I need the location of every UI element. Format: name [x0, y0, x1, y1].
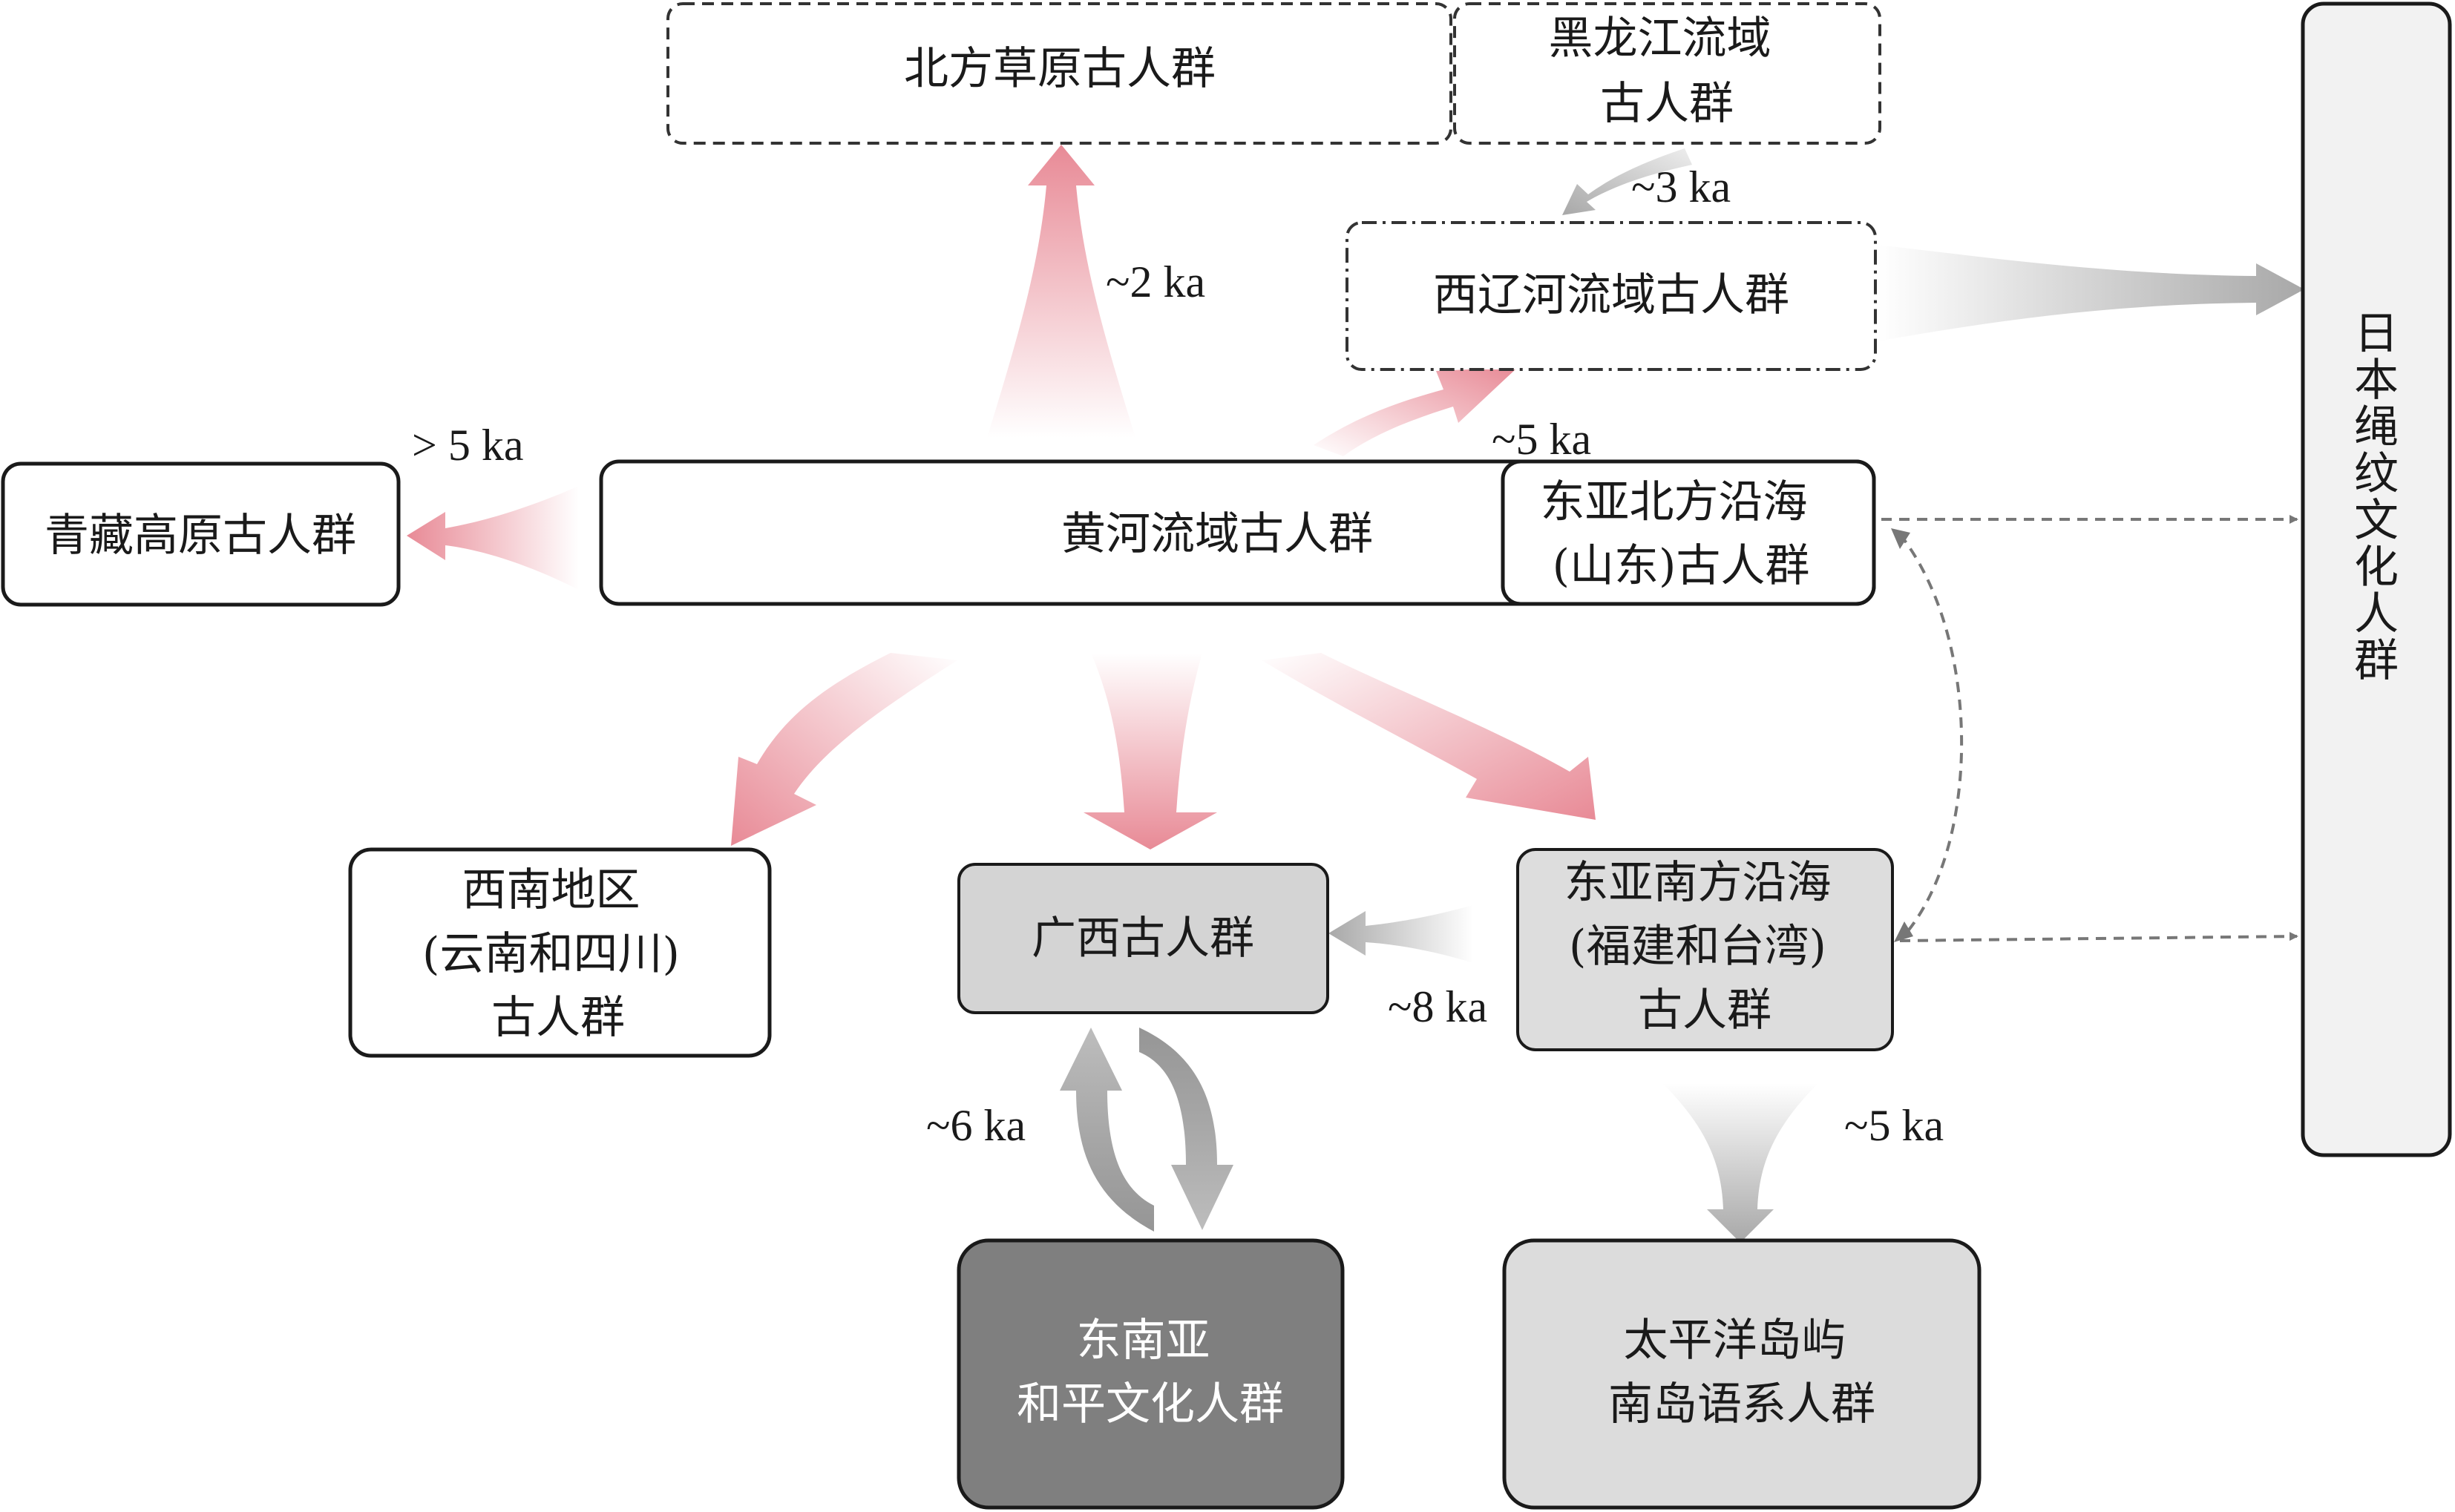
northern-steppe-line-1: 北方草原古人群 [904, 43, 1216, 95]
coast-link-head-top [1891, 528, 1910, 549]
japan-jomon-char: 日 [2354, 308, 2399, 360]
west-liao-line-1: 西辽河流域古人群 [1433, 269, 1789, 321]
austronesian-line-2: 南岛语系人群 [1608, 1378, 1875, 1430]
coast-link-head-bottom [1894, 921, 1913, 942]
japan-jomon-char: 群 [2354, 635, 2399, 687]
dashed-arrow-coast-link [1898, 533, 1964, 938]
time-label-west-liao: ~5 ka [1492, 415, 1591, 464]
japan-jomon-char: 文 [2354, 495, 2399, 547]
node-heilongjiang: 黑龙江流域 古人群 [1453, 2, 1881, 145]
node-japan-jomon: 日本绳纹文化人群 [2301, 1, 2452, 1157]
time-label-austronesian: ~5 ka [1844, 1101, 1944, 1150]
time-label-hoabinhian: ~6 ka [926, 1101, 1026, 1150]
arrow-hoabinhian-to-guangxi [1060, 1028, 1154, 1232]
arrow-to-tibetan-plateau [407, 486, 579, 590]
southwest-line-3: 古人群 [491, 992, 625, 1044]
node-guangxi: 广西古人群 [957, 863, 1329, 1014]
node-north-coast: 东亚北方沿海 (山东)古人群 [1501, 459, 1876, 606]
arrow-to-southwest [731, 653, 957, 846]
japan-jomon-char: 化 [2354, 542, 2399, 594]
svg-text:黑龙江流域 古人群: 黑龙江流域 古人群 [1548, 13, 1785, 130]
hoabinhian-line-1: 东南亚 [1076, 1315, 1210, 1367]
japan-jomon-label: 日本绳纹文化人群 [2354, 308, 2399, 687]
arrow-south-coast-to-guangxi [1328, 905, 1473, 963]
svg-text:西辽河流域古人群: 西辽河流域古人群 [1433, 269, 1789, 321]
hoabinhian-line-2: 和平文化人群 [1017, 1378, 1284, 1430]
svg-text:青藏高原古人群: 青藏高原古人群 [45, 510, 356, 562]
tibetan-plateau-line-1: 青藏高原古人群 [45, 510, 356, 562]
node-south-coast: 东亚南方沿海 (福建和台湾) 古人群 [1516, 848, 1894, 1051]
south-coast-line-2: (福建和台湾) [1569, 921, 1826, 973]
svg-text:西南地区 (云南和四川) 古人群: 西南地区 (云南和四川) 古人群 [422, 864, 694, 1044]
time-label-tibet: > 5 ka [412, 421, 523, 470]
arrow-to-south-coast [1262, 653, 1596, 820]
time-label-steppe: ~2 ka [1106, 257, 1205, 306]
south-coast-line-1: 东亚南方沿海 [1564, 857, 1831, 909]
dashed-arrow-south-coast-to-jomon [1899, 932, 2298, 942]
austronesian-line-1: 太平洋岛屿 [1623, 1315, 1846, 1367]
node-northern-steppe: 北方草原古人群 [666, 2, 1452, 145]
svg-text:东亚北方沿海 (山东)古人群: 东亚北方沿海 (山东)古人群 [1540, 476, 1821, 592]
arrow-guangxi-to-hoabinhian [1139, 1028, 1233, 1230]
time-label-heilongjiang: ~3 ka [1631, 162, 1731, 211]
guangxi-line-1: 广西古人群 [1032, 913, 1254, 964]
japan-jomon-char: 绳 [2354, 401, 2399, 453]
yellow-river-line-1: 黄河流域古人群 [1061, 508, 1373, 560]
south-coast-line-3: 古人群 [1638, 985, 1771, 1036]
node-austronesian: 太平洋岛屿 南岛语系人群 [1502, 1238, 1982, 1510]
arrow-to-austronesian [1662, 1083, 1818, 1243]
node-southwest: 西南地区 (云南和四川) 古人群 [348, 847, 772, 1058]
node-tibetan-plateau: 青藏高原古人群 [1, 461, 401, 607]
southwest-line-2: (云南和四川) [422, 928, 680, 980]
svg-text:东亚南方沿海 (福建和台湾) 古人群: 东亚南方沿海 (福建和台湾) 古人群 [1564, 857, 1845, 1036]
svg-text:太平洋岛屿 南岛语系人群: 太平洋岛屿 南岛语系人群 [1608, 1315, 1875, 1430]
japan-jomon-char: 本 [2354, 355, 2399, 407]
heilongjiang-line-2: 古人群 [1600, 78, 1734, 130]
svg-text:北方草原古人群: 北方草原古人群 [904, 43, 1216, 95]
svg-text:黄河流域古人群: 黄河流域古人群 [1061, 508, 1373, 560]
japan-jomon-char: 纹 [2354, 448, 2399, 500]
arrow-to-northern-steppe [987, 145, 1135, 438]
arrow-to-west-liao [1314, 367, 1518, 456]
node-hoabinhian: 东南亚 和平文化人群 [957, 1238, 1345, 1510]
japan-jomon-char: 人 [2354, 588, 2399, 640]
heilongjiang-line-1: 黑龙江流域 [1548, 13, 1771, 65]
svg-text:广西古人群: 广西古人群 [1032, 913, 1254, 964]
north-coast-line-1: 东亚北方沿海 [1540, 476, 1807, 528]
node-west-liao: 西辽河流域古人群 [1346, 221, 1877, 371]
arrow-west-liao-to-jomon [1878, 245, 2304, 341]
arrow-heilongjiang-to-west-liao [1562, 148, 1692, 215]
north-coast-line-2: (山东)古人群 [1553, 540, 1810, 592]
southwest-line-1: 西南地区 [462, 864, 640, 916]
arrow-to-guangxi [1084, 653, 1217, 849]
time-label-guangxi: ~8 ka [1388, 982, 1487, 1031]
svg-text:东南亚 和平文化人群: 东南亚 和平文化人群 [1017, 1315, 1284, 1430]
